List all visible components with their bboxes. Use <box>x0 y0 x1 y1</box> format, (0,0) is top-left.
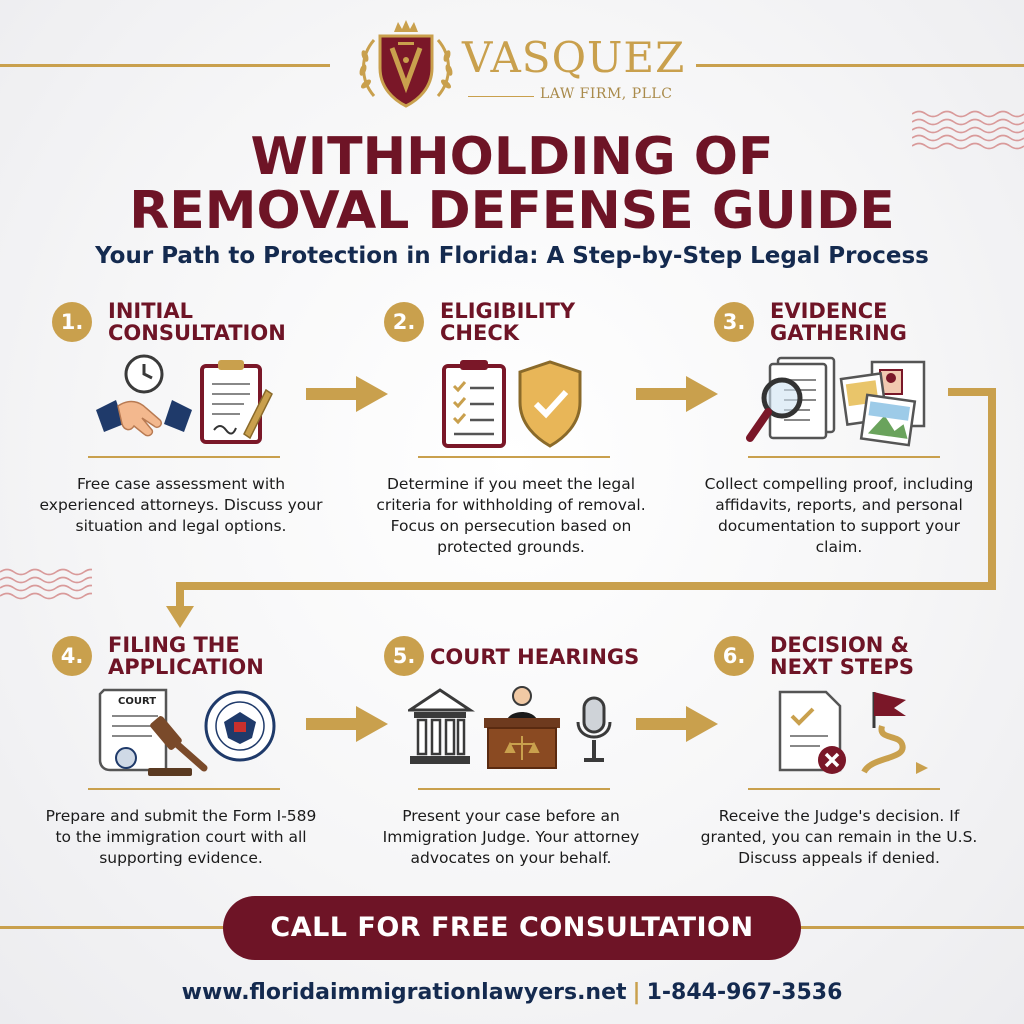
step-3-icons <box>746 356 926 447</box>
step-4-description: Prepare and submit the Form I-589 to the… <box>45 807 317 867</box>
step-4-number: 4. <box>52 636 92 676</box>
step-2-title-line1: ELIGIBILITY <box>440 299 576 323</box>
decorative-waves-right <box>912 110 1024 150</box>
gavel-icon <box>148 716 208 776</box>
arrow-2-to-3 <box>636 376 718 412</box>
connector-3-to-4 <box>166 388 996 628</box>
step-2-icons <box>442 360 582 448</box>
law-firm-crest-logo <box>359 20 453 108</box>
phone-link[interactable]: 1-844-967-3536 <box>646 980 843 1005</box>
step-4-divider <box>88 788 280 790</box>
step-5-description: Present your case before an Immigration … <box>382 807 640 867</box>
step-4-icons <box>98 688 276 776</box>
cta-rule-left <box>0 926 226 929</box>
step-2-title-line2: CHECK <box>440 321 520 345</box>
header-rule-right <box>696 64 1024 67</box>
brand-divider <box>468 96 534 97</box>
website-link[interactable]: www.floridaimmigrationlawyers.net <box>181 980 627 1005</box>
step-6-icons <box>778 690 928 774</box>
step-3-divider <box>748 456 940 458</box>
arrow-4-to-5 <box>306 706 388 742</box>
step-1-description: Free case assessment with experienced at… <box>39 475 323 535</box>
step-6-number: 6. <box>714 636 754 676</box>
step-3-number: 3. <box>714 302 754 342</box>
step-3-title-line2: GATHERING <box>770 321 907 345</box>
free-consultation-button[interactable]: CALL FOR FREE CONSULTATION <box>223 896 801 960</box>
brand-subtitle: LAW FIRM, PLLC <box>540 86 673 102</box>
flag-path-icon <box>861 692 928 774</box>
step-1-icons <box>96 354 273 444</box>
microphone-icon <box>576 696 612 762</box>
brand-name: VASQUEZ <box>462 33 686 82</box>
clock-icon <box>124 354 164 394</box>
step-1-number: 1. <box>52 302 92 342</box>
step-2-number: 2. <box>384 302 424 342</box>
decision-document-icon <box>778 690 846 774</box>
main-title-line1: WITHHOLDING OF <box>250 127 774 187</box>
step-2-divider <box>418 456 610 458</box>
step-6-divider <box>748 788 940 790</box>
footer-contact: www.floridaimmigrationlawyers.net|1-844-… <box>0 980 1024 1005</box>
judge-bench-icon <box>484 686 560 769</box>
checklist-icon <box>442 360 506 448</box>
step-3-title-line1: EVIDENCE <box>770 299 888 323</box>
step-5-icons <box>408 686 612 769</box>
courthouse-icon <box>408 688 475 764</box>
photos-icon <box>839 360 926 447</box>
footer-separator: | <box>632 980 641 1005</box>
handshake-icon <box>96 400 192 437</box>
step-6-title-line1: DECISION & <box>770 633 909 657</box>
arrow-5-to-6 <box>636 706 718 742</box>
step-5-number: 5. <box>384 636 424 676</box>
header-rule-left <box>0 64 330 67</box>
clipboard-pen-icon <box>200 360 273 444</box>
page-subtitle: Your Path to Protection in Florida: A St… <box>95 243 929 269</box>
step-2-description: Determine if you meet the legal criteria… <box>376 475 646 556</box>
step-6-description: Receive the Judge's decision. If granted… <box>700 807 978 867</box>
arrow-1-to-2 <box>306 376 388 412</box>
step-4-title-line1: FILING THE <box>108 633 240 657</box>
cta-rule-right <box>798 926 1024 929</box>
step-1-title-line2: CONSULTATION <box>108 321 286 345</box>
step-4-title-line2: APPLICATION <box>108 655 264 679</box>
main-title-line2: REMOVAL DEFENSE GUIDE <box>129 181 895 241</box>
decorative-waves-left <box>0 568 92 600</box>
step-5-title-line1: COURT HEARINGS <box>430 645 640 669</box>
documents-magnifier-icon <box>746 356 836 442</box>
step-5-divider <box>418 788 610 790</box>
step-1-title-line1: INITIAL <box>108 299 193 323</box>
court-document-icon <box>98 688 168 772</box>
court-document-label: COURT <box>118 696 157 707</box>
dhs-seal-icon <box>204 690 276 762</box>
step-3-description: Collect compelling proof, including affi… <box>704 475 974 556</box>
step-1-divider <box>88 456 280 458</box>
step-6-title-line2: NEXT STEPS <box>770 655 915 679</box>
shield-check-icon <box>518 360 582 448</box>
